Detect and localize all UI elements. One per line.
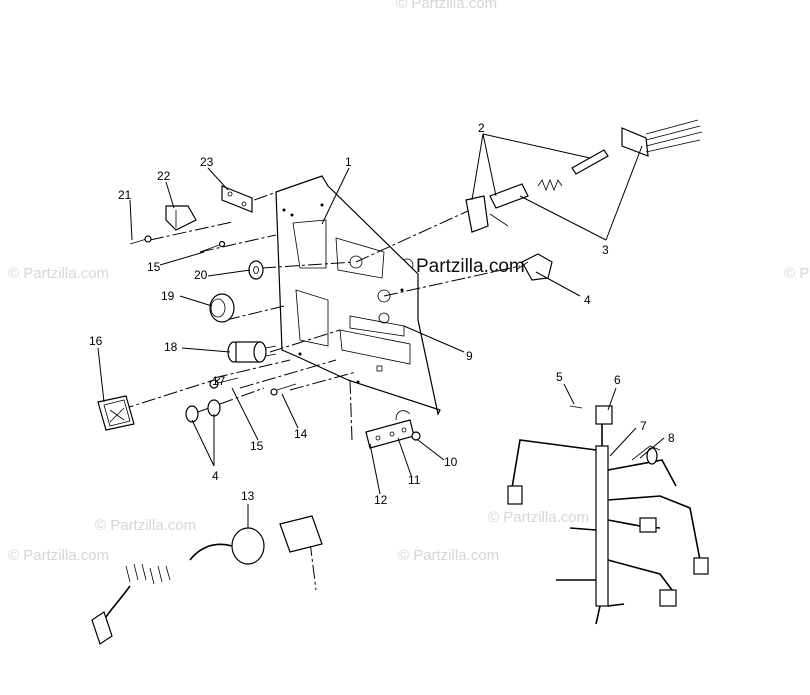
callout-13: 13 [241,489,255,503]
callout-23: 23 [200,155,214,169]
part-2-spring [537,178,563,192]
part-21-screw [129,235,152,245]
watermark-right-edge: © Partzilla.com [784,265,810,282]
leader-lines [97,133,665,528]
part-14-screw [270,383,297,396]
part-15-pin-upper [199,240,226,253]
watermark-left-top: © Partzilla.com [8,265,109,282]
callout-14: 14 [294,427,308,441]
callout-15-lower: 15 [250,439,264,453]
callout-7: 7 [640,419,647,433]
callout-4-upper: 4 [584,293,591,307]
callout-12: 12 [374,493,388,507]
part-22-clip [165,205,197,231]
part-4-bezel-lower [185,399,221,423]
callout-11: 11 [408,473,421,487]
callout-19: 19 [161,289,175,303]
brand-text: Partzilla.com [416,256,525,277]
callout-1: 1 [345,155,352,169]
callout-21: 21 [118,188,132,202]
watermark-mid-bottom: © Partzilla.com [398,547,499,564]
part-13-lanyard [91,515,323,645]
callout-20: 20 [194,268,208,282]
part-3-connector [621,119,703,157]
callout-10: 10 [444,455,458,469]
watermark-layer: © Partzilla.com © Partzilla.com © Partzi… [8,0,810,564]
callout-8: 8 [668,431,675,445]
callout-22: 22 [157,169,171,183]
part-20-washer [248,260,264,280]
part-11-terminal-strip [365,410,415,449]
callout-17: 17 [212,374,226,388]
callout-15-upper: 15 [147,260,161,274]
partzilla-brand: Partzilla.com [400,256,525,277]
part-3-switch-body [465,183,529,233]
mounting-panel [275,175,441,416]
callout-4-lower: 4 [212,469,219,483]
part-16-decal [97,395,135,431]
part-17-bolt [209,377,239,389]
watermark-right-bottom: © Partzilla.com [488,509,589,526]
callout-16: 16 [89,334,103,348]
part-19-nut [209,293,235,323]
callout-9: 9 [466,349,473,363]
callout-2: 2 [478,121,485,135]
part-4-switch-upper [515,253,553,281]
callout-6: 6 [614,373,621,387]
callout-3: 3 [602,243,609,257]
watermark-top: © Partzilla.com [396,0,497,12]
part-2-pin [571,149,609,175]
part-10-nut [411,431,421,441]
callout-5: 5 [556,370,563,384]
part-23-bracket [221,185,253,213]
callout-18: 18 [164,340,178,354]
watermark-left-bottom: © Partzilla.com [8,547,109,564]
wiring-harness [507,405,709,625]
part-18-switch [227,341,277,363]
watermark-mid-left: © Partzilla.com [95,517,196,534]
callout-labels: 1 2 3 4 4 5 6 7 8 9 10 11 12 13 14 15 15… [89,121,675,507]
